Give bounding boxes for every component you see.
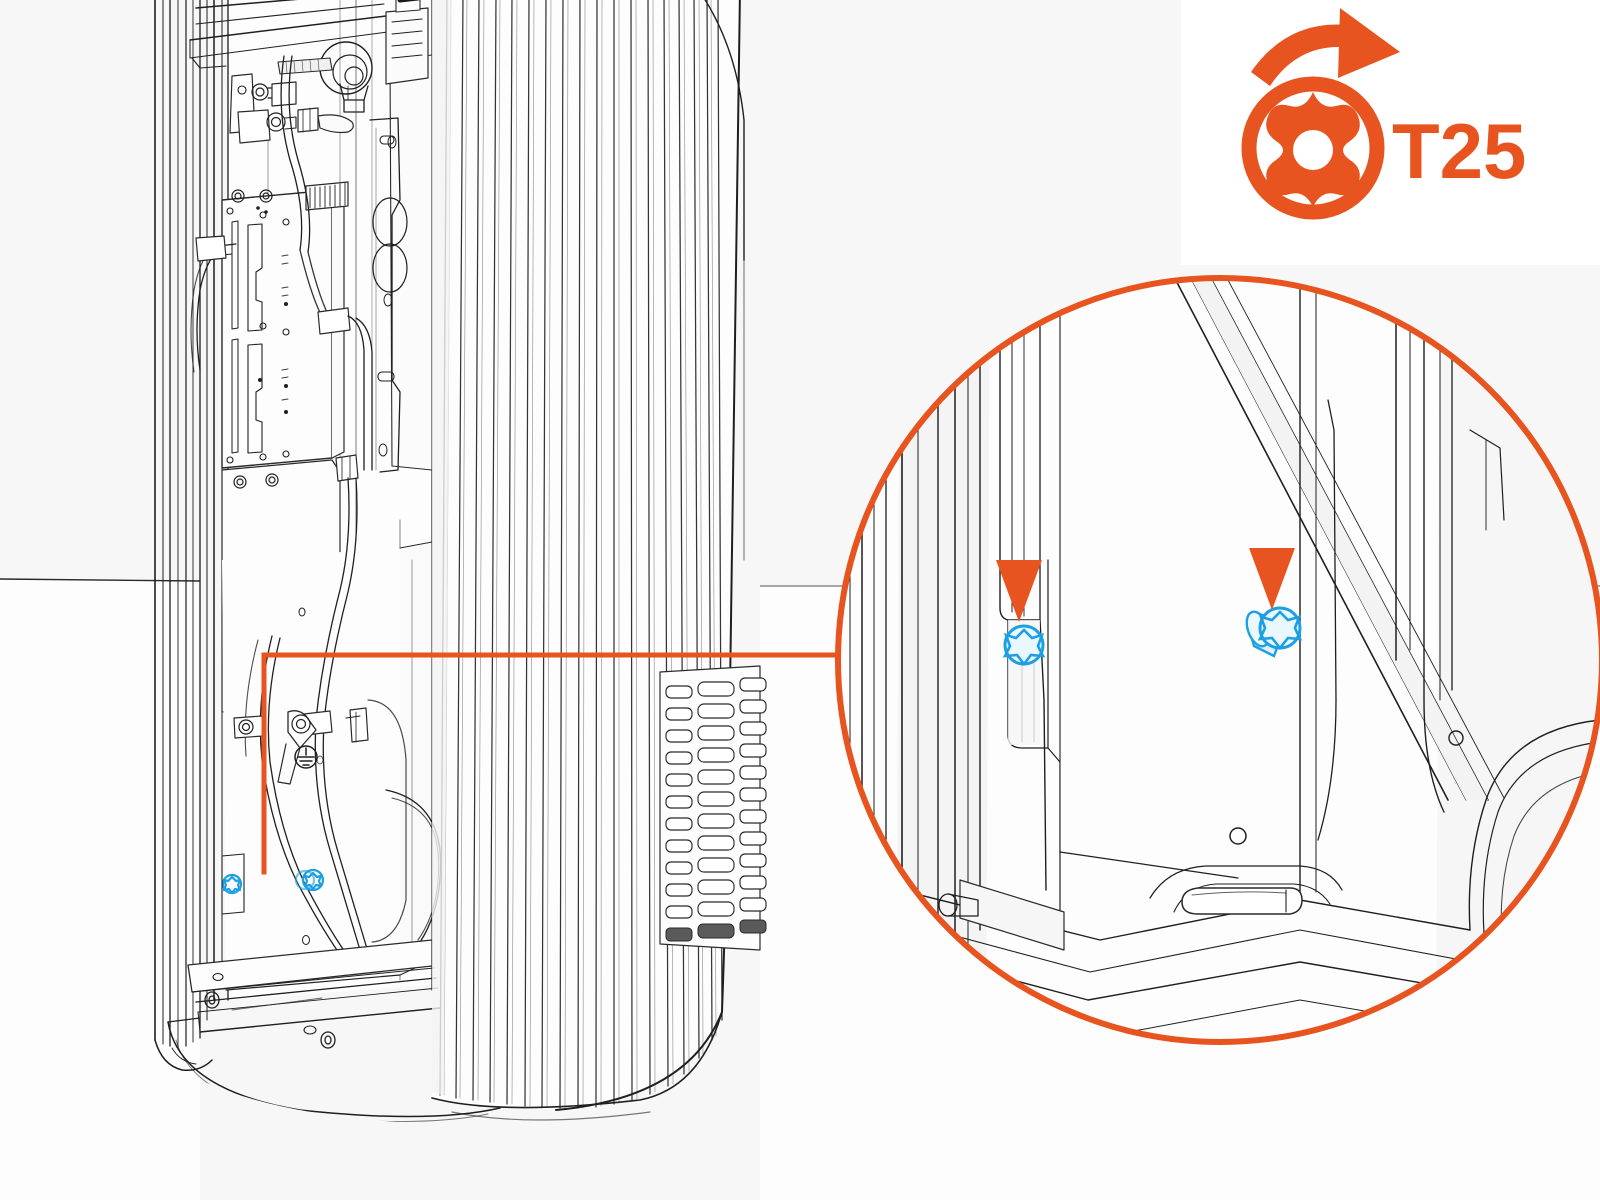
top-corner-panel bbox=[704, 0, 745, 561]
arrow-marker-2 bbox=[1249, 548, 1295, 610]
screw-marker-left bbox=[221, 873, 243, 895]
detail-screw-2 bbox=[1245, 606, 1303, 658]
detail-screw-1 bbox=[1002, 624, 1046, 667]
right-panel bbox=[1299, 278, 1600, 941]
vent-grille bbox=[659, 665, 767, 951]
ground-terminal bbox=[294, 745, 318, 769]
inner-chassis bbox=[167, 0, 501, 1122]
torx-bit-icon bbox=[1241, 76, 1385, 220]
diagonal-rail bbox=[1159, 278, 1505, 801]
center-panel bbox=[1059, 278, 1247, 880]
upper-hardware bbox=[229, 0, 429, 144]
arrow-marker-1 bbox=[996, 560, 1042, 622]
lower-hardware bbox=[233, 699, 407, 943]
tool-badge-label: T25 bbox=[1392, 107, 1526, 195]
rotate-clockwise-arrow-icon bbox=[1251, 8, 1400, 86]
screw-marker-right bbox=[294, 868, 325, 892]
